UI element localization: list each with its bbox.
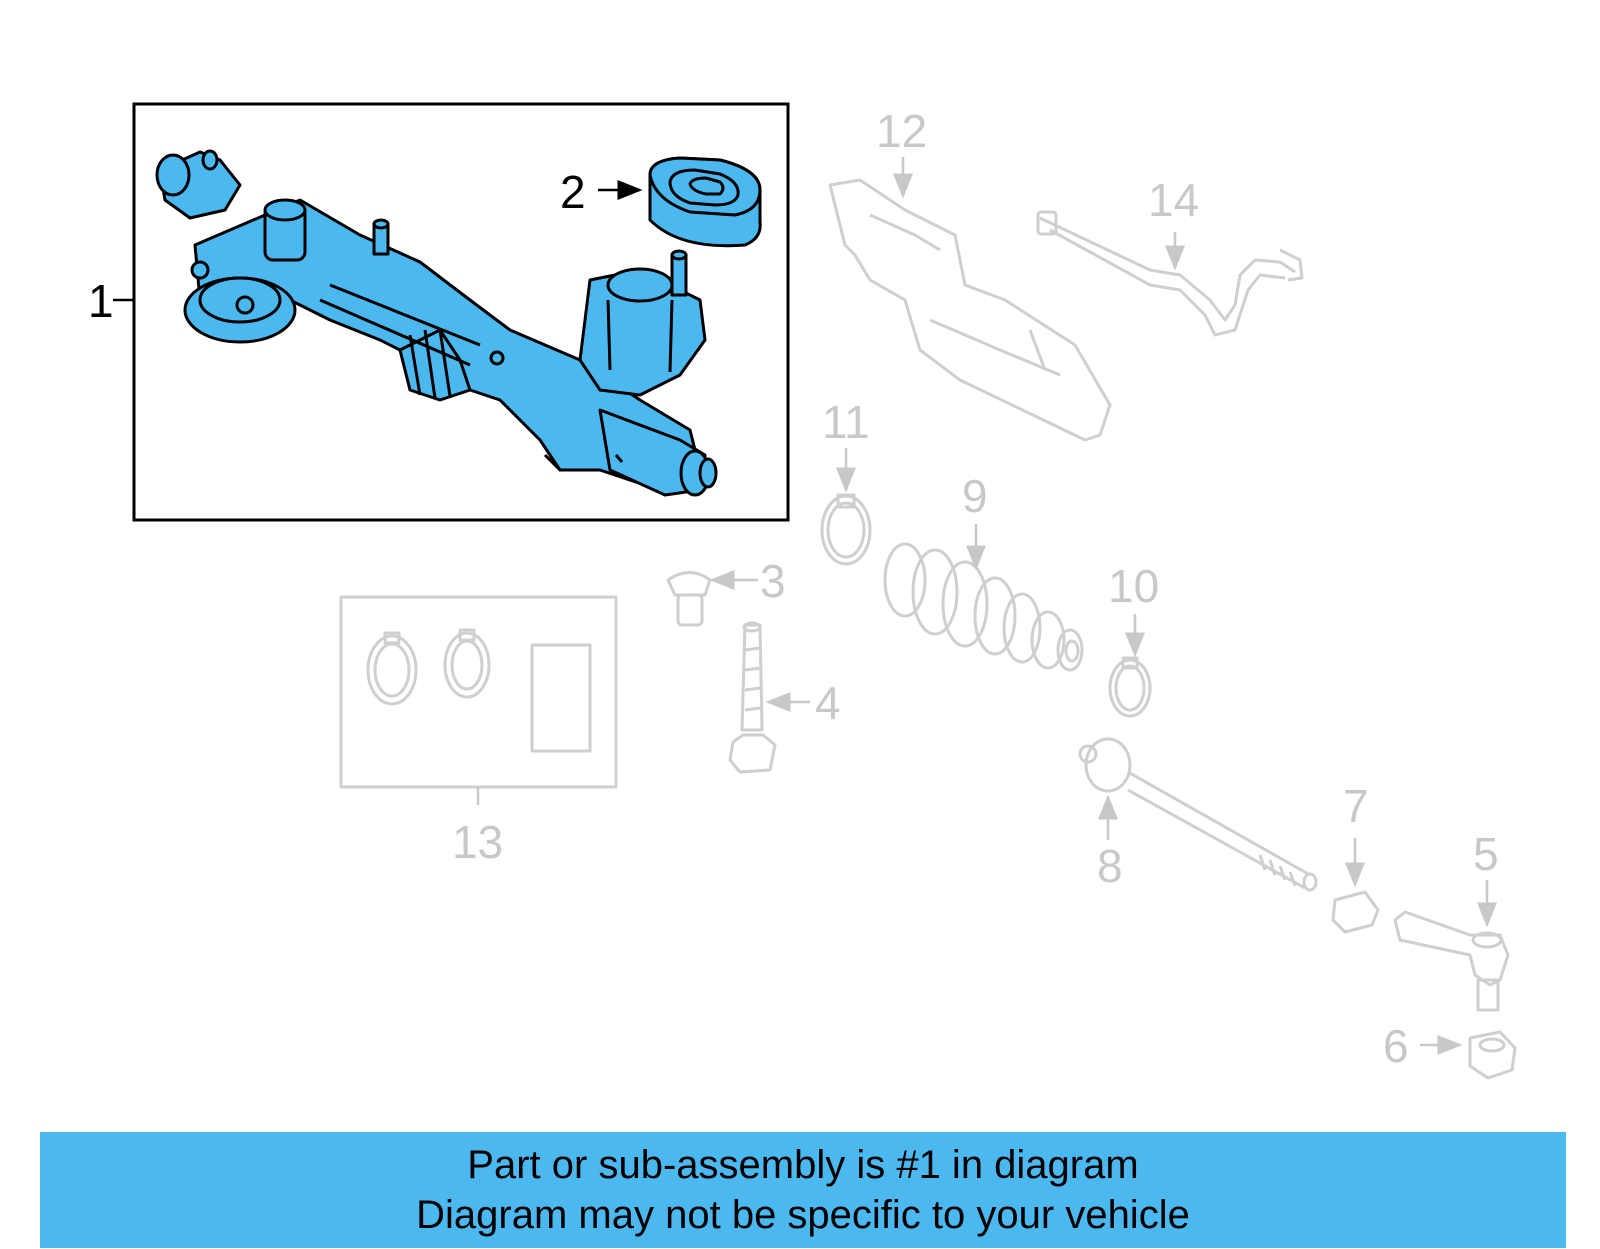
- bolt-part-4[interactable]: [728, 621, 777, 774]
- inner-tie-rod-part-8[interactable]: [1078, 737, 1318, 892]
- callout-1: 1: [88, 275, 114, 327]
- bolt-part-3[interactable]: [666, 571, 712, 627]
- callout-12: 12: [876, 105, 927, 157]
- callout-14: 14: [1148, 174, 1199, 226]
- tie-rod-end-part-5[interactable]: [1393, 910, 1510, 1012]
- clamp-part-10[interactable]: [1108, 656, 1152, 718]
- parts-diagram: 1 2 3 4 5 6 7 8 9 10 11 12 13 14: [88, 102, 1517, 1080]
- tube-part-14[interactable]: [1036, 210, 1304, 337]
- callout-10: 10: [1108, 560, 1159, 612]
- callout-8: 8: [1097, 840, 1123, 892]
- nut-part-7[interactable]: [1331, 890, 1380, 934]
- callout-4: 4: [815, 677, 841, 729]
- callout-5: 5: [1473, 828, 1499, 880]
- callout-2: 2: [560, 166, 586, 218]
- info-banner: Part or sub-assembly is #1 in diagram Di…: [40, 1132, 1566, 1248]
- boot-part-9[interactable]: [883, 542, 1084, 672]
- callout-6: 6: [1383, 1020, 1409, 1072]
- callout-13: 13: [452, 816, 503, 868]
- heat-shield-part-12[interactable]: [828, 178, 1112, 442]
- nut-part-6[interactable]: [1468, 1030, 1517, 1080]
- kit-box-part-13[interactable]: [339, 595, 618, 789]
- highlight-frame: [132, 102, 790, 522]
- banner-line-part-number: Part or sub-assembly is #1 in diagram: [467, 1143, 1139, 1187]
- callout-3: 3: [760, 555, 786, 607]
- clamp-part-11[interactable]: [820, 493, 872, 566]
- callout-7: 7: [1343, 780, 1369, 832]
- steering-gear-assembly[interactable]: [155, 149, 718, 497]
- banner-line-disclaimer: Diagram may not be specific to your vehi…: [416, 1193, 1190, 1237]
- callout-11: 11: [822, 396, 870, 448]
- leader-lines: [113, 157, 1497, 1055]
- callout-9: 9: [962, 470, 988, 522]
- grommet-part-2[interactable]: [648, 156, 762, 248]
